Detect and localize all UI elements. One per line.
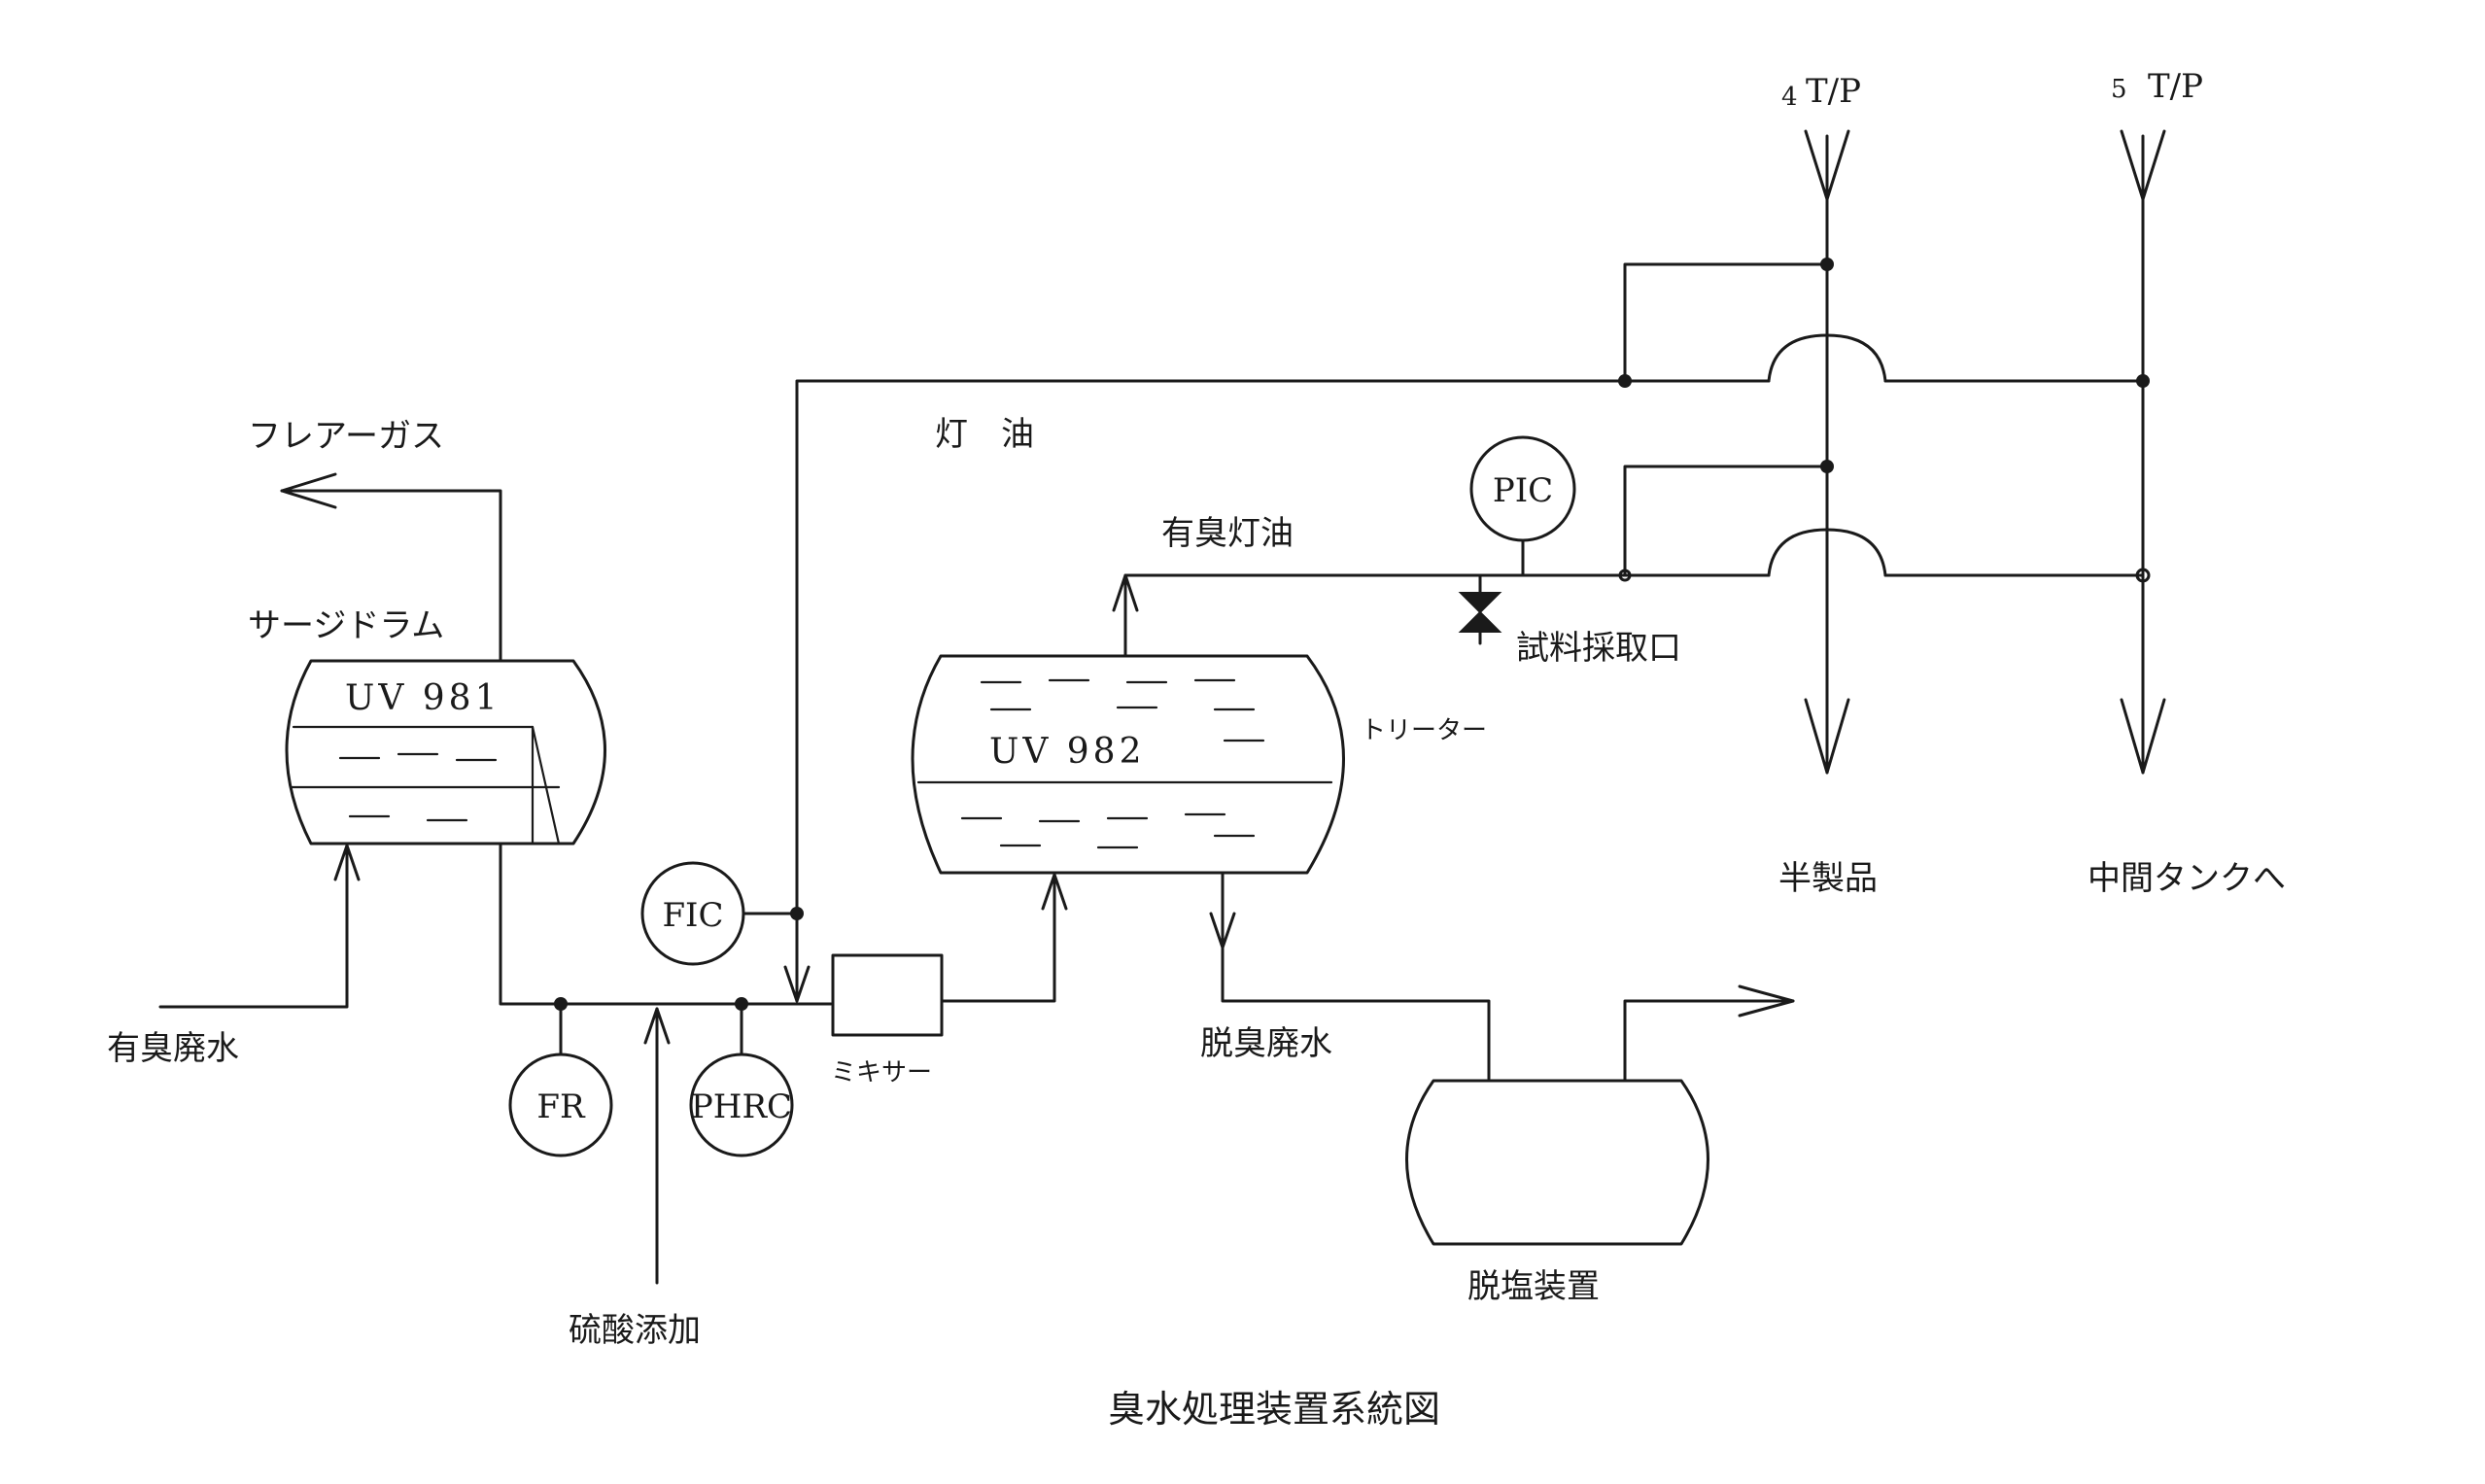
- treater-uv982: UV 982: [911, 654, 1345, 875]
- sulfuric-acid-label: 硫酸添加: [569, 1311, 701, 1350]
- kerosene-label: 灯 油: [935, 415, 1034, 454]
- mixer-label: ミキサー: [831, 1058, 932, 1087]
- phrc-instrument: [689, 1053, 794, 1157]
- drum-outlet-line: [499, 842, 833, 1006]
- tp4-number: 4: [1781, 83, 1798, 112]
- flare-gas-line: [280, 489, 502, 663]
- kerosene-line: [795, 379, 1771, 1003]
- tp5-unit: T/P: [2148, 67, 2203, 106]
- tp5-number: 5: [2111, 75, 2127, 104]
- sour-water-inlet-line: [158, 844, 349, 1009]
- diagram-title: 臭水処理装置系統図: [1108, 1388, 1440, 1431]
- uv982-label: UV 982: [989, 732, 1146, 772]
- treater-label: トリーター: [1361, 716, 1487, 745]
- deodorized-water-label: 脱臭廃水: [1200, 1024, 1332, 1063]
- mixer-outlet-line: [940, 873, 1056, 1003]
- to-intermediate-tank-label: 中間タンクへ: [2088, 859, 2286, 898]
- sour-water-label: 有臭廃水: [107, 1029, 239, 1068]
- uv981-label: UV 981: [345, 678, 501, 718]
- deodorized-water-line: [1221, 871, 1491, 1081]
- sample-point-label: 試料採取口: [1516, 629, 1681, 668]
- fr-label: FR: [536, 1087, 586, 1126]
- semi-product-label: 半製品: [1778, 859, 1878, 898]
- desalter-label: 脱塩装置: [1467, 1267, 1600, 1306]
- surge-drum-uv981: UV 981: [285, 659, 606, 846]
- sample-valve-icon: [1458, 592, 1502, 633]
- pic-label: PIC: [1493, 471, 1553, 510]
- flare-gas-label: フレアーガス: [248, 417, 444, 456]
- fic-label: FIC: [662, 896, 723, 935]
- surge-drum-label: サージドラム: [248, 606, 444, 645]
- mixer: [831, 953, 944, 1037]
- desalter: [1405, 1079, 1709, 1246]
- phrc-label: PHRC: [691, 1087, 792, 1126]
- sour-kerosene-label: 有臭灯油: [1161, 514, 1294, 553]
- fr-instrument: [508, 1053, 613, 1157]
- tp4-unit: T/P: [1806, 72, 1861, 111]
